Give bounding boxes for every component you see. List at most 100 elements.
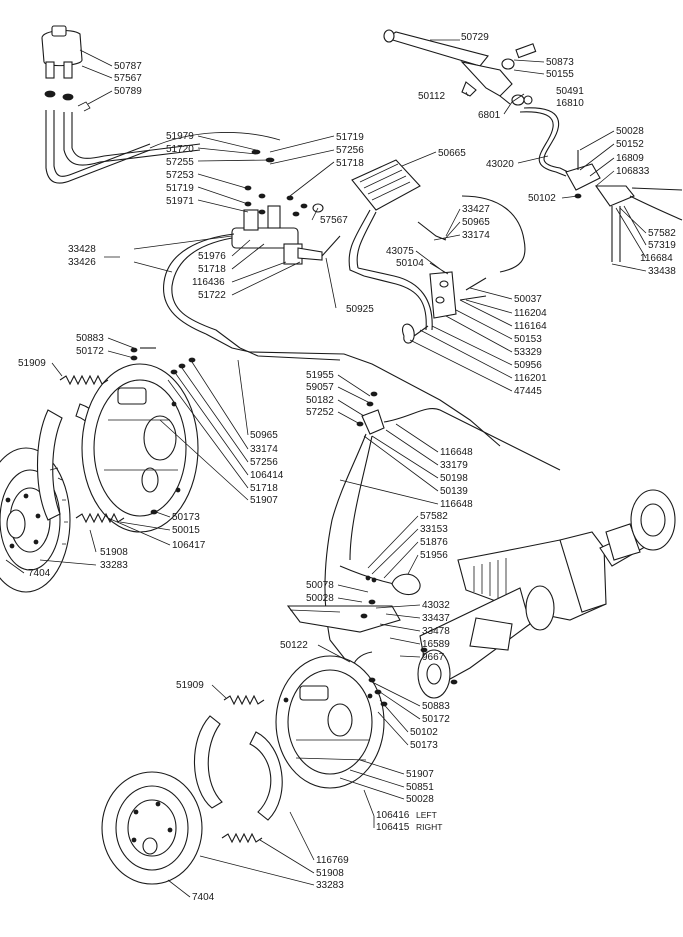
label-50028: 50028 <box>616 126 644 137</box>
pedal-pivot-assembly <box>402 271 487 344</box>
label-9667: 9667 <box>422 652 445 663</box>
label-51956: 51956 <box>420 550 448 561</box>
label-53329: 53329 <box>514 347 542 358</box>
label-50155: 50155 <box>546 69 574 80</box>
upper-return-springs <box>59 347 196 524</box>
label-16810: 16810 <box>556 98 584 109</box>
label-106833: 106833 <box>616 166 650 177</box>
label-116648: 116648 <box>440 447 473 458</box>
label-57319: 57319 <box>648 240 676 251</box>
label-106417: 106417 <box>172 540 206 551</box>
label-left-word: LEFT <box>416 810 437 820</box>
label-50925: 50925 <box>346 304 374 315</box>
label-33283: 33283 <box>100 560 128 571</box>
label-43075: 43075 <box>386 246 414 257</box>
label-33437: 33437 <box>422 613 450 624</box>
label-50102: 50102 <box>528 193 556 204</box>
label-33179: 33179 <box>440 460 468 471</box>
label-50873: 50873 <box>546 57 574 68</box>
label-50198: 50198 <box>440 473 468 484</box>
label-50789: 50789 <box>114 86 142 97</box>
label-50965: 50965 <box>462 217 490 228</box>
label-50883: 50883 <box>76 333 104 344</box>
lower-brake-shoes <box>193 715 283 821</box>
label-50122: 50122 <box>280 640 308 651</box>
label-right-word: RIGHT <box>416 822 442 832</box>
label-51876: 51876 <box>420 537 448 548</box>
label-106416: 106416 <box>376 810 410 821</box>
part-labels: 50787 57567 50789 50729 50873 50155 5011… <box>18 32 676 903</box>
label-106414: 106414 <box>250 470 284 481</box>
label-51907-lower: 51907 <box>406 769 434 780</box>
label-50173: 50173 <box>172 512 200 523</box>
label-6801: 6801 <box>478 110 501 121</box>
upper-backing-plate <box>81 363 199 533</box>
label-50104: 50104 <box>396 258 424 269</box>
label-16589: 16589 <box>422 639 450 650</box>
leader-lines <box>5 39 647 898</box>
label-51908-lower: 51908 <box>316 868 344 879</box>
label-33438: 33438 <box>648 266 676 277</box>
lower-backing-plate <box>275 655 385 789</box>
handbrake-lever <box>383 29 537 106</box>
label-51909: 51909 <box>18 358 46 369</box>
label-50153: 50153 <box>514 334 542 345</box>
label-50965-upper-brake: 50965 <box>250 430 278 441</box>
label-50152: 50152 <box>616 139 644 150</box>
label-50665: 50665 <box>438 148 466 159</box>
equalizer-bracket <box>565 150 683 262</box>
label-57582: 57582 <box>648 228 676 239</box>
label-33478: 33478 <box>422 626 450 637</box>
label-51971: 51971 <box>166 196 194 207</box>
label-50182: 50182 <box>306 395 334 406</box>
label-33283-lower: 33283 <box>316 880 344 891</box>
label-51909-lower: 51909 <box>176 680 204 691</box>
label-50102-lower: 50102 <box>410 727 438 738</box>
label-50037: 50037 <box>514 294 542 305</box>
label-7404-lower: 7404 <box>192 892 215 903</box>
label-57582-rear: 57582 <box>420 511 448 522</box>
brake-pedal <box>348 159 433 331</box>
label-50787: 50787 <box>114 61 142 72</box>
label-51718-upper-brake: 51718 <box>250 483 278 494</box>
label-116201: 116201 <box>514 373 547 384</box>
label-51720: 51720 <box>166 144 194 155</box>
label-50172: 50172 <box>76 346 104 357</box>
label-50112: 50112 <box>418 91 446 102</box>
label-57256-upper-brake: 57256 <box>250 457 278 468</box>
label-116204: 116204 <box>514 308 547 319</box>
label-51719: 51719 <box>166 183 194 194</box>
label-116648-lower: 116648 <box>440 499 473 510</box>
reservoir-hoses <box>45 110 281 184</box>
label-50491: 50491 <box>556 86 584 97</box>
master-cylinder <box>231 149 341 265</box>
label-51955: 51955 <box>306 370 334 381</box>
label-59057: 59057 <box>306 382 334 393</box>
handbrake-cable-upper <box>519 107 569 177</box>
label-57255: 57255 <box>166 157 194 168</box>
label-116769: 116769 <box>316 855 349 866</box>
label-57567-mc: 57567 <box>320 215 348 226</box>
label-50078: 50078 <box>306 580 334 591</box>
brake-fluid-reservoir <box>41 25 91 112</box>
label-116164: 116164 <box>514 321 547 332</box>
label-57256: 57256 <box>336 145 364 156</box>
rear-axle-housing <box>417 489 676 699</box>
label-50015: 50015 <box>172 525 200 536</box>
label-50028-rear: 50028 <box>306 593 334 604</box>
label-33174-upper-brake: 33174 <box>250 444 278 455</box>
label-16809: 16809 <box>616 153 644 164</box>
label-106415: 106415 <box>376 822 410 833</box>
label-57253: 57253 <box>166 170 194 181</box>
label-50172-lower: 50172 <box>422 714 450 725</box>
label-51979: 51979 <box>166 131 194 142</box>
lower-brake-drum <box>101 771 203 885</box>
label-57567: 57567 <box>114 73 142 84</box>
label-33426: 33426 <box>68 257 96 268</box>
label-33427: 33427 <box>462 204 490 215</box>
label-51718: 51718 <box>336 158 364 169</box>
brake-line-bundle <box>163 233 501 447</box>
label-51722: 51722 <box>198 290 226 301</box>
